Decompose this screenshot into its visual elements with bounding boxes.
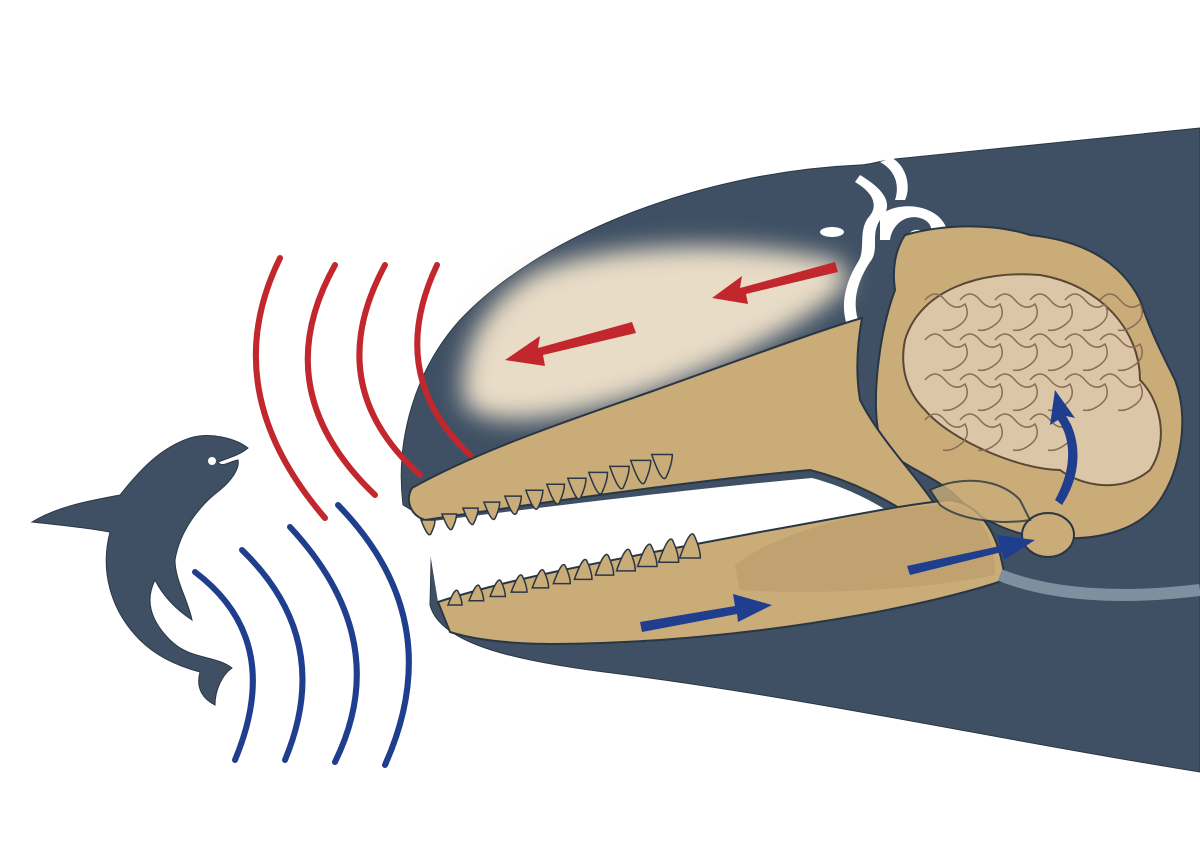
brain-fold: [1029, 293, 1073, 332]
outgoing-wave: [252, 255, 328, 521]
returning-wave: [239, 547, 306, 763]
tooth: [440, 513, 458, 531]
brain-fold: [959, 333, 1003, 372]
brain-fold: [1064, 373, 1108, 412]
inner-ear: [1021, 512, 1075, 558]
brain-fold: [959, 413, 1003, 452]
fish-eye: [208, 457, 216, 465]
fish-silhouette-icon: [30, 435, 249, 706]
tooth: [461, 507, 479, 526]
tooth: [636, 543, 658, 568]
brain-fold: [994, 333, 1038, 372]
tooth: [482, 501, 501, 521]
tooth: [503, 495, 523, 515]
tooth: [615, 548, 637, 572]
brain-fold: [994, 413, 1038, 452]
tooth: [545, 483, 566, 505]
tooth: [587, 471, 609, 495]
brain-fold: [924, 373, 968, 412]
tooth: [573, 558, 593, 581]
tooth: [650, 453, 674, 480]
tooth: [566, 477, 587, 500]
tooth: [678, 533, 702, 559]
brain-fold: [994, 293, 1038, 332]
tooth: [524, 489, 544, 510]
tooth: [552, 563, 572, 585]
brain-fold: [1029, 333, 1073, 372]
returning-wave: [287, 524, 360, 765]
ear-bone-connection: [928, 479, 1032, 523]
tooth: [419, 519, 436, 536]
outgoing-wave: [356, 262, 423, 478]
outgoing-sound-waves-icon: [252, 255, 473, 521]
brain-fold: [924, 413, 968, 452]
brain-fold: [959, 293, 1003, 332]
mouth-opening: [425, 478, 905, 602]
ear-band: [997, 569, 1200, 601]
brain-fold: [1099, 293, 1143, 332]
lower-teeth: [446, 533, 702, 606]
brain-fold: [959, 373, 1003, 412]
head-divider: [880, 158, 908, 200]
returning-wave: [335, 502, 412, 768]
brain-fold: [1064, 333, 1108, 372]
nasal-passage: [843, 175, 888, 322]
outgoing-wave: [304, 262, 378, 498]
outgoing-wave: [414, 262, 473, 458]
tooth: [657, 538, 680, 564]
red-arrow-icon: [505, 262, 838, 366]
brain-fold: [994, 373, 1038, 412]
returning-wave: [192, 569, 256, 763]
tooth: [531, 569, 550, 589]
tooth: [489, 579, 507, 598]
tooth: [510, 574, 528, 593]
tooth: [467, 584, 485, 602]
tooth: [446, 589, 463, 606]
brain-fold: [1099, 373, 1143, 412]
brain-fold: [1064, 293, 1108, 332]
brain-fold: [924, 293, 968, 332]
brain-fold: [924, 333, 968, 372]
brain-fold: [1099, 333, 1143, 372]
tooth: [608, 465, 630, 490]
jaw-fat-pad: [735, 505, 995, 592]
tooth: [629, 459, 652, 485]
tooth: [594, 553, 615, 576]
blue-arrow-icon: [640, 390, 1078, 632]
returning-sound-waves-icon: [192, 502, 412, 768]
air-sac: [820, 227, 844, 237]
upper-teeth: [419, 453, 674, 536]
